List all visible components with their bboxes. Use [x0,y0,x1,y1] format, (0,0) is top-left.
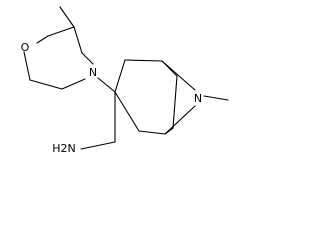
bond-c7-c2 [47,26,75,37]
bond-n4-quaternary-carbon [97,77,116,93]
bond-n8-c5 [164,105,196,135]
bond-n4-c5 [61,78,86,90]
morpholine-nitrogen-label: N [89,66,97,79]
bond-ch2-nh2 [80,141,116,150]
bond-c5-c4 [138,130,166,135]
amine-label: H2N [52,142,76,155]
morpholine-ring [23,6,94,90]
bond-c5-c6 [29,79,63,90]
bond-c6-o1 [23,51,31,81]
azabicyclic-ring [114,59,229,135]
bond-c7-c6 [172,75,178,129]
bicyclic-nitrogen-label: N [194,92,202,105]
bond-methyl-c2 [59,6,75,28]
bond-o1-c7 [36,35,49,44]
bond-c2-c3 [73,26,83,54]
bond-c1-n8 [161,60,196,91]
bond-c3-n4 [81,52,94,65]
morpholine-oxygen-label: O [21,41,30,54]
chemical-structure-diagram: O N N H2N [21,6,229,155]
bond-n8-methyl [203,95,229,101]
bond-c3-c2 [114,59,126,93]
bond-c2-c1 [124,59,163,62]
bond-c4-c3 [114,91,140,132]
structure-canvas: O N N H2N [0,0,233,157]
